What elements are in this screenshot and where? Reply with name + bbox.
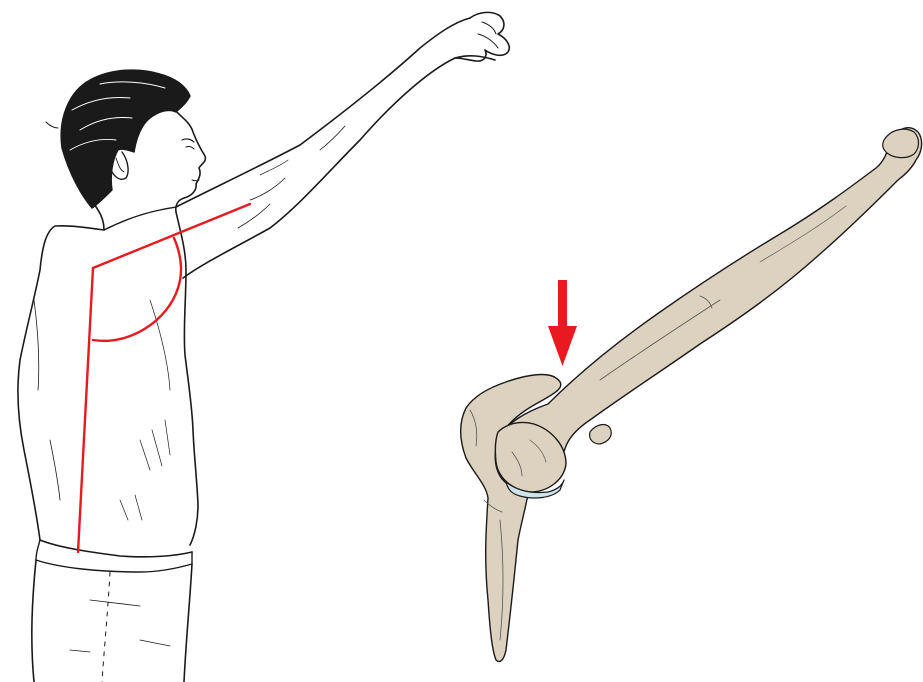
trousers xyxy=(32,540,192,682)
arm-axis-line xyxy=(93,204,250,268)
down-arrow-icon xyxy=(548,280,577,366)
angle-arc xyxy=(93,238,181,341)
raised-arm xyxy=(176,12,509,278)
man-figure xyxy=(18,12,509,682)
hair xyxy=(46,70,190,208)
trunk-reference-line xyxy=(78,268,93,552)
range-of-motion-lines xyxy=(78,204,250,552)
torso xyxy=(18,207,198,545)
shoulder-bones xyxy=(461,128,922,662)
